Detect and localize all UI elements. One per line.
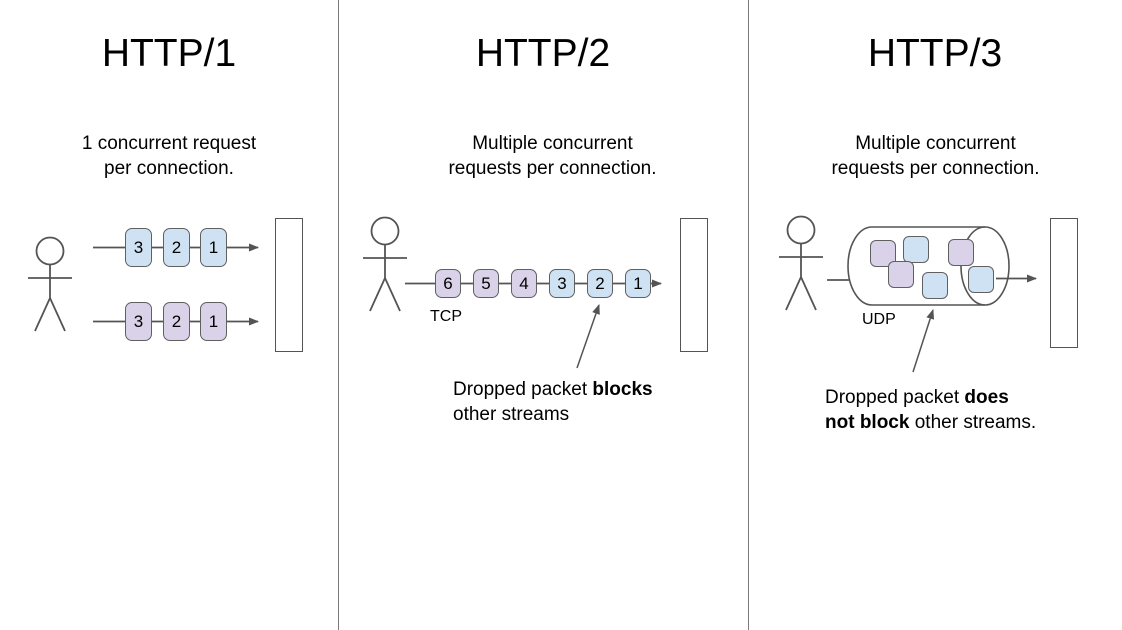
column-divider-lines: [338, 0, 749, 630]
http3-dropped-packet-note: Dropped packet does not block other stre…: [825, 385, 1085, 435]
packet-box: 1: [200, 228, 227, 267]
server-rectangle: [275, 218, 303, 352]
http2-title: HTTP/2: [475, 32, 611, 75]
http3-subtitle: Multiple concurrent requests per connect…: [831, 133, 1040, 179]
client-stick-figure-icon: [363, 216, 407, 312]
note-line-1: Dropped packet does: [825, 387, 1009, 408]
packet-box: 2: [163, 302, 190, 341]
packet-box: 3: [549, 269, 575, 298]
packet-box: 2: [163, 228, 190, 267]
tcp-label: TCP: [430, 308, 462, 325]
http2-dropped-packet-arrow: [576, 304, 600, 369]
packet-box: [922, 272, 948, 299]
packet-box: 5: [473, 269, 499, 298]
packet-box: 6: [435, 269, 461, 298]
http1-title: HTTP/1: [101, 32, 237, 75]
packet-box: [903, 236, 929, 263]
http3-title: HTTP/3: [867, 32, 1003, 75]
note-line-2: not block other streams.: [825, 412, 1037, 433]
http1-subtitle: 1 concurrent request per connection.: [81, 133, 257, 179]
packet-box: 2: [587, 269, 613, 298]
server-rectangle: [680, 218, 708, 352]
packet-box: 3: [125, 228, 152, 267]
http3-flow-arrow: [827, 274, 1037, 283]
http3-dropped-packet-arrow: [912, 309, 935, 373]
packet-box: [948, 239, 974, 266]
http2-dropped-packet-note: Dropped packet blocks other streams: [453, 377, 693, 427]
packet-box: [888, 261, 914, 288]
packet-box: 1: [625, 269, 651, 298]
packet-box: [968, 266, 994, 293]
server-rectangle: [1050, 218, 1078, 348]
note-line-1: Dropped packet blocks: [453, 379, 653, 400]
note-line-2: other streams: [453, 404, 570, 425]
http2-subtitle: Multiple concurrent requests per connect…: [448, 133, 657, 179]
client-stick-figure-icon: [28, 236, 72, 332]
packet-box: 3: [125, 302, 152, 341]
packet-box: 4: [511, 269, 537, 298]
packet-box: 1: [200, 302, 227, 341]
udp-tunnel: [847, 226, 1010, 306]
udp-label: UDP: [862, 311, 896, 328]
client-stick-figure-icon: [779, 215, 823, 311]
